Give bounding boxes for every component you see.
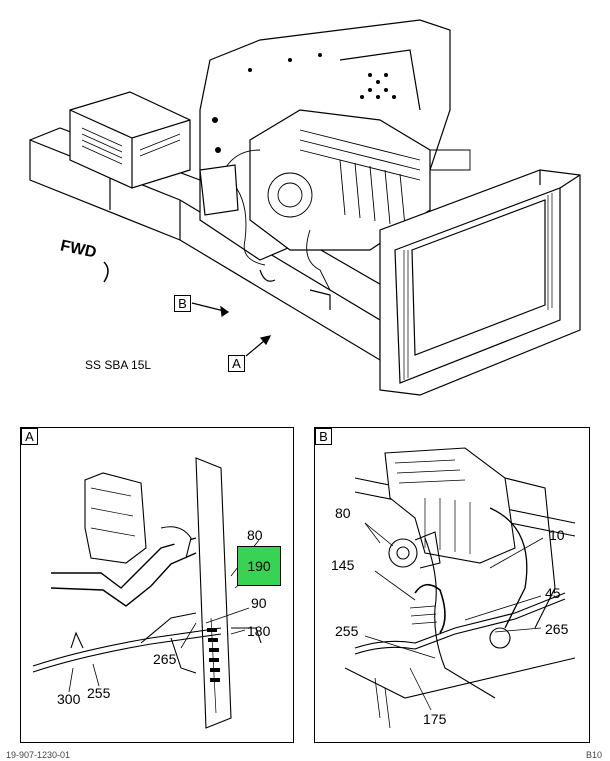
detail-b-label-255: 255 bbox=[335, 623, 359, 639]
detail-a-label-300: 300 bbox=[57, 691, 81, 707]
detail-b-label-145: 145 bbox=[331, 557, 355, 573]
model-label: SS SBA 15L bbox=[85, 358, 152, 372]
detail-b-label-10: 10 bbox=[549, 527, 565, 543]
detail-b-label-265: 265 bbox=[545, 621, 569, 637]
detail-b-label-45: 45 bbox=[545, 585, 561, 601]
detail-a-label-80: 80 bbox=[247, 527, 263, 543]
engine-illustration bbox=[29, 19, 581, 396]
footer-left-code: 19-907-1230-01 bbox=[6, 750, 71, 760]
detail-b-label-175: 175 bbox=[423, 711, 447, 727]
detail-b-panel: B 80 10 145 45 255 265 175 bbox=[314, 427, 590, 743]
footer-right-code: B10 bbox=[586, 750, 603, 760]
detail-b-label-80: 80 bbox=[335, 505, 351, 521]
detail-a-label-90: 90 bbox=[251, 595, 267, 611]
detail-a-label-265: 265 bbox=[153, 651, 177, 667]
detail-a-tag: A bbox=[21, 428, 38, 445]
detail-b-tag: B bbox=[315, 428, 332, 445]
detail-a-panel: A 80 190 90 265 180 300 255 bbox=[20, 427, 294, 743]
main-view: FWD B A SS SBA 15L bbox=[29, 19, 581, 396]
callout-a-tag: A bbox=[228, 355, 245, 372]
callout-b-tag: B bbox=[174, 295, 191, 312]
detail-a-label-255: 255 bbox=[87, 685, 111, 701]
detail-a-label-180: 180 bbox=[247, 623, 271, 639]
detail-a-highlight-190: 190 bbox=[237, 546, 281, 586]
detail-a-illustration bbox=[32, 457, 262, 729]
detail-b-illustration bbox=[344, 447, 576, 729]
